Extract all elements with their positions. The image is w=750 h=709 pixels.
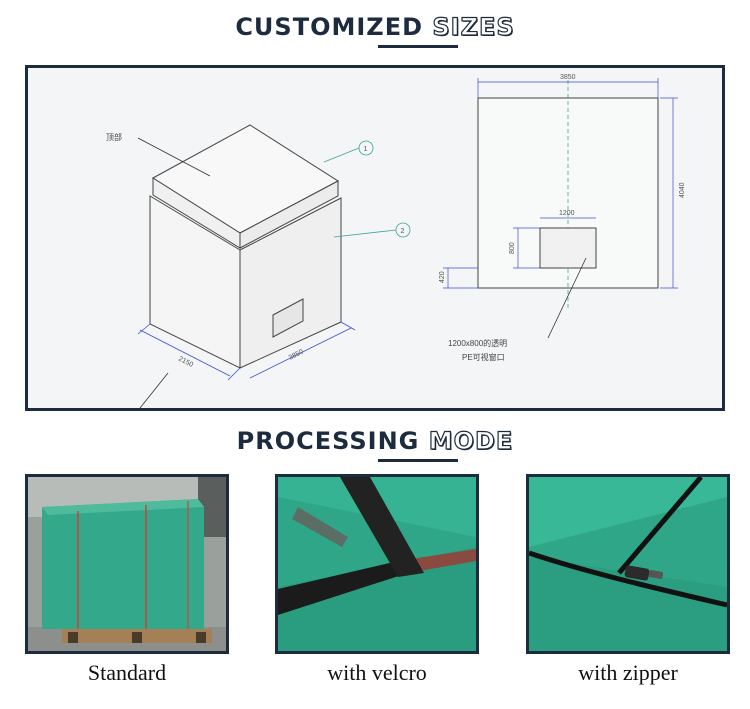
title-outline-word: SIZES: [432, 12, 515, 41]
velcro-closure-photo: [275, 474, 479, 654]
processing-mode-title: PROCESSING MODE: [0, 426, 750, 456]
window-note-line1: 1200x800的透明: [448, 338, 507, 348]
technical-drawing: 顶部 1 2 2150 3850: [25, 65, 725, 411]
zipper-closure-photo: [526, 474, 730, 654]
iso-dimension-lines: [137, 321, 356, 381]
dim-plan-height: 4040: [679, 182, 686, 198]
window-note-line2: PE可视窗口: [462, 352, 505, 362]
svg-text:2: 2: [401, 228, 405, 235]
drawing-svg: 顶部 1 2 2150 3850: [106, 74, 686, 408]
title-underline: [378, 45, 458, 48]
dim-side: 3850: [288, 348, 305, 361]
customized-sizes-title: CUSTOMIZED SIZES: [0, 12, 750, 42]
isometric-cover: [149, 124, 342, 369]
zipper-image: [529, 477, 727, 651]
velcro-image: [278, 477, 476, 651]
pallet-cover-image: [28, 477, 226, 651]
svg-text:1: 1: [364, 146, 368, 153]
plan-view: 3850 4040 1200 800 420 1200x800的透明 PE可视窗…: [439, 74, 686, 362]
dim-front: 2150: [177, 356, 194, 369]
caption-standard: Standard: [87, 660, 167, 685]
dim-window-offset: 420: [439, 271, 446, 283]
title-bold-word: PROCESSING: [236, 427, 420, 455]
title-underline: [378, 459, 458, 462]
caption-zipper: with zipper: [578, 660, 678, 685]
label-leader: [137, 137, 211, 177]
caption-velcro: with velcro: [327, 660, 427, 685]
dim-window-height: 800: [509, 242, 516, 254]
title-bold-word: CUSTOMIZED: [235, 13, 424, 41]
callout-2: 2: [333, 222, 411, 238]
callout-1: 1: [323, 140, 374, 163]
dim-window-width: 1200: [559, 210, 575, 217]
dim-plan-width: 3850: [560, 74, 576, 81]
label-top: 顶部: [106, 132, 122, 142]
bottom-leader: [139, 372, 169, 408]
title-outline-word: MODE: [428, 426, 514, 455]
standard-cover-photo: [25, 474, 229, 654]
